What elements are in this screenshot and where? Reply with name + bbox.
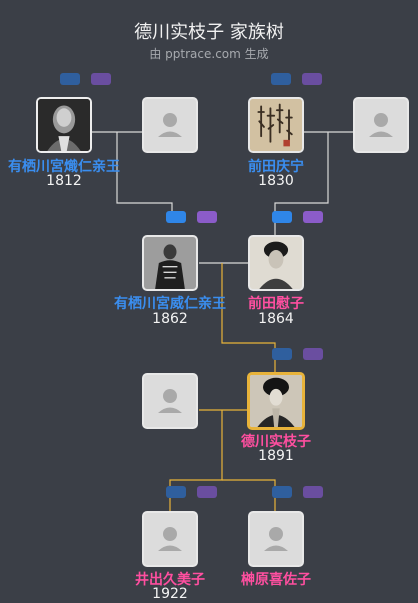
expand-mother-toggle[interactable]: [302, 73, 322, 85]
person-year: 1864: [258, 311, 294, 327]
person-year: 1922: [152, 586, 188, 602]
person-year: 1812: [46, 173, 82, 189]
expand-father-toggle[interactable]: [166, 211, 186, 223]
person-photo[interactable]: [248, 235, 304, 291]
person-year: 1830: [258, 173, 294, 189]
connector-line: [222, 479, 276, 511]
expand-father-toggle[interactable]: [166, 486, 186, 498]
person-placeholder[interactable]: [142, 511, 198, 567]
expand-father-toggle[interactable]: [272, 486, 292, 498]
selected-person-photo[interactable]: [247, 372, 305, 430]
page-title: 德川实枝子 家族树: [134, 22, 284, 43]
person-name[interactable]: 德川实枝子: [241, 434, 311, 450]
expand-mother-toggle[interactable]: [197, 486, 217, 498]
person-name[interactable]: 有栖川宮威仁亲王: [114, 296, 226, 312]
expand-mother-toggle[interactable]: [197, 211, 217, 223]
expand-father-toggle[interactable]: [271, 73, 291, 85]
expand-mother-toggle[interactable]: [91, 73, 111, 85]
avatar-icon: [158, 527, 182, 551]
avatar-icon: [264, 527, 288, 551]
calligraphy-photo: [250, 99, 302, 151]
connector-line: [116, 132, 173, 218]
person-photo[interactable]: [248, 97, 304, 153]
portrait-photo: [38, 99, 90, 151]
person-name[interactable]: 榊原喜佐子: [241, 572, 311, 588]
portrait-photo: [250, 237, 302, 289]
expand-father-toggle[interactable]: [272, 348, 292, 360]
person-placeholder[interactable]: [248, 511, 304, 567]
person-name[interactable]: 前田慰子: [248, 296, 304, 312]
portrait-photo: [144, 237, 196, 289]
person-placeholder[interactable]: [142, 373, 198, 429]
expand-father-toggle[interactable]: [60, 73, 80, 85]
portrait-photo: [250, 375, 302, 427]
expand-father-toggle[interactable]: [272, 211, 292, 223]
person-photo[interactable]: [142, 235, 198, 291]
avatar-icon: [158, 113, 182, 137]
expand-mother-toggle[interactable]: [303, 348, 323, 360]
expand-mother-toggle[interactable]: [303, 211, 323, 223]
avatar-icon: [369, 113, 393, 137]
person-name[interactable]: 前田庆宁: [248, 159, 304, 175]
person-placeholder[interactable]: [142, 97, 198, 153]
person-year: 1862: [152, 311, 188, 327]
avatar-icon: [158, 389, 182, 413]
person-placeholder[interactable]: [353, 97, 409, 153]
expand-mother-toggle[interactable]: [303, 486, 323, 498]
page-subtitle: 由 pptrace.com 生成: [149, 47, 269, 61]
person-photo[interactable]: [36, 97, 92, 153]
person-year: 1891: [258, 448, 294, 464]
person-name[interactable]: 有栖川宮熾仁亲王: [8, 159, 120, 175]
person-name[interactable]: 井出久美子: [135, 572, 205, 588]
